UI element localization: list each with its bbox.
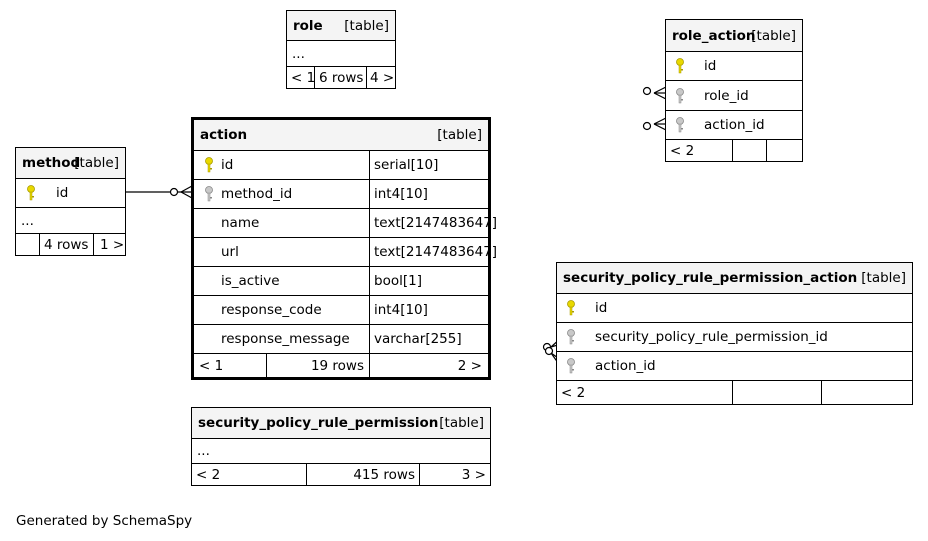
table-security-policy-rule-permission[interactable]: security_policy_rule_permission [table] … [191, 407, 491, 486]
table-row[interactable]: is_active bool[1] [194, 266, 488, 295]
table-type-label: [table] [74, 155, 119, 171]
column-name: name [221, 215, 260, 231]
table-header[interactable]: role [table] [287, 11, 395, 40]
table-footer: 4 rows 1 > [16, 233, 125, 255]
column-name: id [56, 185, 69, 201]
table-row[interactable]: security_policy_rule_permission_id [557, 322, 912, 351]
column-name: response_message [221, 331, 350, 347]
table-row[interactable]: response_code int4[10] [194, 295, 488, 324]
relation-action-role-action [642, 117, 667, 131]
table-header[interactable]: security_policy_rule_permission [table] [192, 408, 490, 438]
table-type-label: [table] [861, 270, 906, 286]
column-name: id [595, 300, 608, 316]
table-footer: < 1 6 rows 4 > [287, 66, 395, 88]
table-method[interactable]: method [table] id ... 4 rows 1 > [15, 147, 126, 256]
table-role-action[interactable]: role_action [table] id role_id action_id… [665, 19, 803, 162]
footer-children: 1 > [100, 236, 125, 253]
table-type-label: [table] [751, 27, 796, 44]
column-name: id [704, 58, 717, 74]
footer-parents: < 2 [670, 142, 695, 159]
table-security-policy-rule-permission-action[interactable]: security_policy_rule_permission_action [… [556, 262, 913, 405]
table-name: security_policy_rule_permission [198, 415, 439, 431]
column-name: method_id [221, 186, 293, 202]
column-name: role_id [704, 87, 749, 104]
gray-key-icon [676, 87, 684, 103]
table-footer: < 2 415 rows 3 > [192, 463, 490, 485]
table-footer: < 2 [666, 139, 802, 161]
ellipsis: ... [292, 45, 305, 62]
table-row[interactable]: url text[2147483647] [194, 237, 497, 266]
table-row[interactable]: id serial[10] [194, 150, 488, 179]
column-type: serial[10] [374, 157, 439, 173]
column-type: int4[10] [374, 302, 428, 318]
table-name: role_action [672, 27, 756, 44]
column-type: int4[10] [374, 186, 428, 202]
gold-key-icon [205, 157, 213, 173]
table-row[interactable]: action_id [666, 110, 802, 139]
footer-children: 3 > [461, 466, 486, 483]
table-type-label: [table] [439, 415, 484, 431]
footer-parents: < 1 [199, 357, 224, 374]
row-count: 6 rows [319, 69, 364, 86]
column-type: text[2147483647] [374, 215, 498, 231]
table-name: role [293, 17, 323, 34]
column-name: is_active [221, 273, 280, 289]
gold-key-icon [676, 58, 684, 74]
table-row[interactable]: response_message varchar[255] [194, 324, 488, 353]
table-row[interactable]: id [557, 293, 912, 322]
column-type: text[2147483647] [374, 244, 498, 260]
table-row[interactable]: name text[2147483647] [194, 208, 497, 237]
table-row: ... [16, 207, 125, 233]
ellipsis: ... [197, 443, 210, 459]
table-name: method [22, 155, 81, 171]
relation-method-action [126, 185, 193, 199]
footer-parents: < 2 [196, 466, 221, 483]
gray-key-icon [567, 329, 575, 345]
footer-parents: < 2 [561, 384, 586, 401]
column-name: id [221, 157, 234, 173]
table-row[interactable]: id [666, 51, 802, 80]
footer-children: 2 > [457, 357, 482, 374]
column-name: url [221, 244, 239, 260]
table-role[interactable]: role [table] ... < 1 6 rows 4 > [286, 10, 396, 89]
table-footer: < 2 [557, 380, 912, 404]
table-type-label: [table] [437, 127, 482, 143]
table-header[interactable]: role_action [table] [666, 20, 802, 51]
table-row: ... [287, 40, 395, 66]
column-type: bool[1] [374, 273, 422, 289]
generated-by-label: Generated by SchemaSpy [16, 513, 193, 529]
gray-key-icon [567, 358, 575, 374]
footer-parents: < 1 [291, 69, 316, 86]
table-footer: < 1 19 rows 2 > [194, 353, 488, 377]
row-count: 415 rows [353, 466, 415, 483]
table-action[interactable]: action [table] id serial[10] method_id i… [191, 117, 497, 380]
column-name: response_code [221, 302, 322, 318]
column-name: security_policy_rule_permission_id [595, 329, 828, 345]
table-header[interactable]: action [table] [194, 120, 488, 150]
table-row[interactable]: method_id int4[10] [194, 179, 488, 208]
column-type: varchar[255] [374, 331, 462, 347]
gray-key-icon [205, 186, 213, 202]
table-row[interactable]: role_id [666, 80, 802, 110]
table-name: security_policy_rule_permission_action [563, 270, 858, 286]
footer-children: 4 > [370, 69, 395, 86]
table-header[interactable]: method [table] [16, 148, 125, 178]
table-row[interactable]: action_id [557, 351, 912, 380]
column-name: action_id [595, 358, 656, 374]
gray-key-icon [676, 117, 684, 133]
table-row: ... [192, 438, 490, 463]
column-name: action_id [704, 117, 765, 133]
relation-role-role-action [642, 86, 667, 100]
row-count: 4 rows [44, 236, 89, 253]
table-header[interactable]: security_policy_rule_permission_action [… [557, 263, 912, 293]
table-type-label: [table] [344, 17, 389, 34]
row-count: 19 rows [310, 357, 364, 374]
ellipsis: ... [21, 212, 34, 229]
gold-key-icon [567, 300, 575, 316]
gold-key-icon [27, 185, 35, 201]
table-name: action [200, 127, 248, 143]
table-row[interactable]: id [16, 178, 125, 207]
